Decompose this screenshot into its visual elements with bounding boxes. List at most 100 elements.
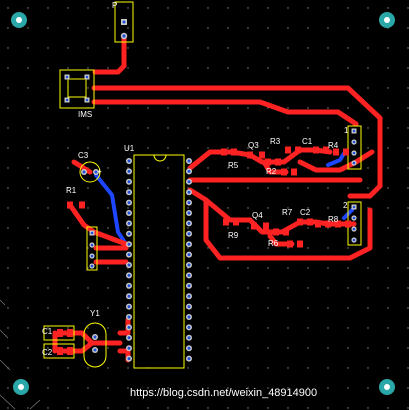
pad-hole (85, 98, 89, 102)
label-conn-2: 2 (343, 201, 348, 210)
pad-smd-upper (285, 146, 291, 154)
label-r1: R1 (66, 186, 77, 195)
pad-smd-upper (265, 158, 271, 166)
pad-hole (93, 335, 97, 339)
pad-smd-upper (221, 148, 227, 156)
pad-hole (187, 357, 191, 361)
pad-smd-lower (315, 220, 321, 228)
pad-smd-upper (275, 158, 281, 166)
pad-smd-lower (345, 220, 351, 228)
silk-labels: P IMS U1 C3 + R1 Y1 C1 C2 R5 Q3 R3 C1 R4… (42, 1, 349, 357)
pad-hole (127, 180, 131, 184)
pad-hole (352, 227, 356, 231)
top-layer-traces (52, 35, 383, 363)
pad-hole (187, 284, 191, 288)
pad-hole (127, 315, 131, 319)
pad-smd-upper (281, 168, 287, 176)
label-r9: R9 (228, 231, 239, 240)
pad-smd-upper (313, 146, 319, 154)
label-q4: Q4 (252, 211, 263, 220)
label-r3: R3 (270, 137, 281, 146)
pad-hole (352, 151, 356, 155)
pad-hole (187, 211, 191, 215)
pad-hole (93, 348, 97, 352)
silkscreen (0, 1, 362, 410)
label-conn-1: 1 (344, 126, 349, 135)
pad-smd-lower (283, 228, 289, 236)
label-q3: Q3 (248, 141, 259, 150)
pad-c1l-1 (57, 329, 63, 337)
watermark: https://blog.csdn.net/weixin_48914900 (130, 387, 317, 399)
pad-smd-lower (233, 218, 239, 226)
pad-hole (90, 254, 94, 258)
pad-hole (82, 170, 86, 174)
pad-smd-upper (343, 148, 349, 156)
pad-smd-upper (247, 151, 253, 159)
label-ims: IMS (78, 110, 92, 119)
pad-hole (187, 169, 191, 173)
pad-hole (65, 98, 69, 102)
pad-hole (85, 75, 89, 79)
pad-hole (187, 263, 191, 267)
label-c2-right: C2 (300, 208, 311, 217)
pad-hole (352, 216, 356, 220)
pad-hole (187, 346, 191, 350)
pad-hole (187, 232, 191, 236)
c3-capacitor-outline (79, 161, 101, 183)
pad-hole (127, 273, 131, 277)
label-r4: R4 (328, 141, 339, 150)
pad-smd-upper (291, 168, 297, 176)
pad-hole (187, 336, 191, 340)
pad-hole (90, 243, 94, 247)
pad-hole (187, 242, 191, 246)
pad-hole (122, 34, 126, 38)
label-p: P (112, 1, 117, 10)
pad-smd-lower (335, 220, 341, 228)
pad-hole (127, 346, 131, 350)
pad-smd-lower (273, 228, 279, 236)
pad-hole (127, 169, 131, 173)
label-c3-plus: + (97, 167, 102, 176)
ims-switch-outline (59, 69, 95, 109)
pad-hole (352, 129, 356, 133)
pad-smd-upper (231, 148, 237, 156)
pad-hole (127, 159, 131, 163)
pad-hole (187, 221, 191, 225)
pad-hole (187, 201, 191, 205)
pad-smd-upper (295, 146, 301, 154)
connector-1-outline (347, 125, 362, 170)
pad-smd-lower (251, 222, 257, 230)
pad-smd-upper (323, 146, 329, 154)
pad-hole (127, 263, 131, 267)
pad-hole (127, 357, 131, 361)
pad-hole (352, 238, 356, 242)
pad-c2l-2 (67, 347, 73, 355)
pad-hole (187, 305, 191, 309)
pad-smd-lower (263, 222, 269, 230)
header-left-outline (86, 226, 98, 271)
pad-hole (127, 253, 131, 257)
pad-hole (127, 294, 131, 298)
label-r5: R5 (228, 161, 239, 170)
pad-hole (352, 161, 356, 165)
pad-hole (127, 190, 131, 194)
pad-r1-2 (79, 201, 85, 209)
pad-hole (352, 205, 356, 209)
pad-hole (122, 20, 126, 24)
pad-smd-lower (325, 220, 331, 228)
pad-c2l-1 (57, 347, 63, 355)
pad-hole (127, 284, 131, 288)
pad-hole (90, 231, 94, 235)
label-c2-left: C2 (42, 348, 53, 357)
pad-hole (127, 325, 131, 329)
mounting-holes (11, 12, 395, 395)
pad-smd-lower (297, 218, 303, 226)
pad-hole (187, 325, 191, 329)
pad-smd-upper (259, 151, 265, 159)
pad-hole (90, 264, 94, 268)
pad-hole (127, 336, 131, 340)
pad-hole (187, 273, 191, 277)
pad-hole (127, 201, 131, 205)
pad-hole (127, 242, 131, 246)
